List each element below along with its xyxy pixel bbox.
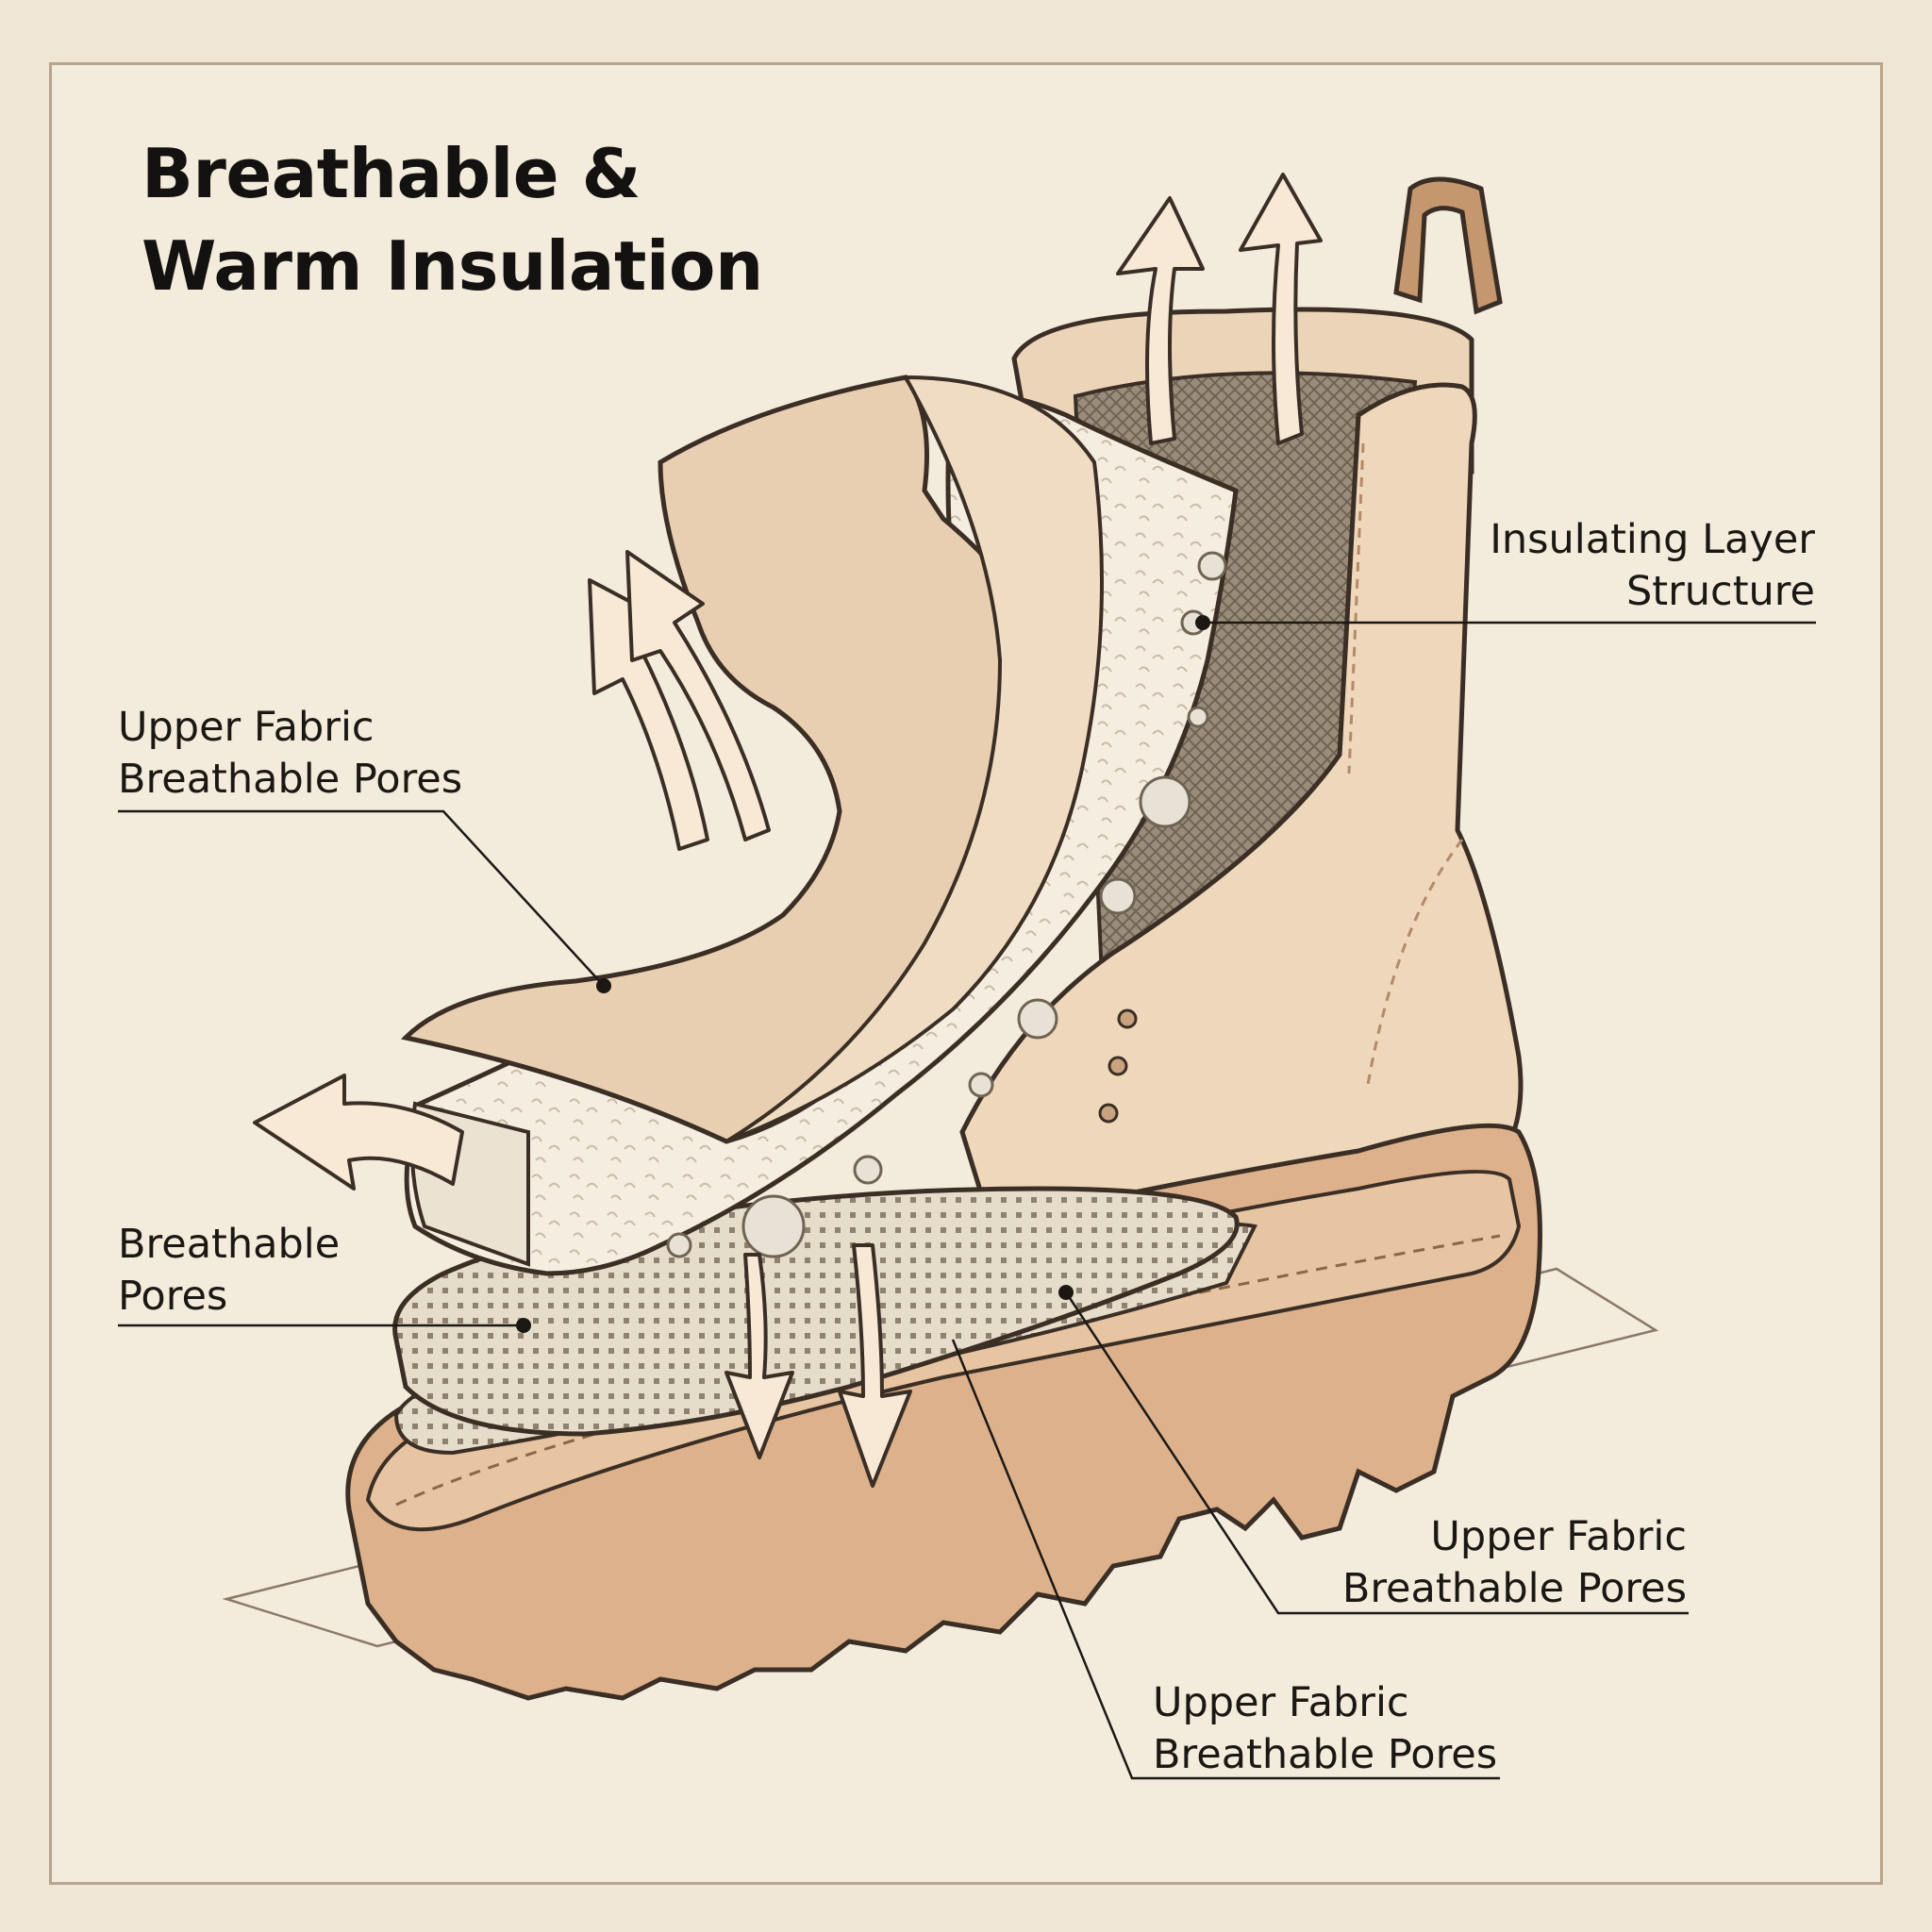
title-line-2: Warm Insulation [142,226,763,306]
callout-line-2: Pores [118,1273,228,1320]
callout-insulating-layer: Insulating Layer Structure [1490,514,1815,618]
leader-dot-upper-fabric-right [1058,1285,1074,1300]
page-title: Breathable & Warm Insulation [142,127,763,312]
airflow-arrows [253,173,1323,1488]
callout-upper-fabric-right: Upper Fabric Breathable Pores [1342,1511,1687,1615]
upper-fabric-flap [400,375,1031,1144]
callout-line-1: Upper Fabric [1430,1513,1687,1560]
title-line-1: Breathable & [142,134,641,213]
leader-dot-upper-fabric [596,978,611,993]
callout-line-1: Upper Fabric [118,704,375,751]
callout-line-2: Structure [1625,568,1815,615]
callout-line-2: Breathable Pores [118,756,463,803]
callout-line-1: Breathable [118,1221,341,1268]
callout-upper-fabric-bottom: Upper Fabric Breathable Pores [1153,1677,1497,1781]
pull-tab [1393,176,1503,315]
callout-breathable-pores: Breathable Pores [118,1219,340,1323]
callout-line-1: Insulating Layer [1490,516,1815,563]
boot-shaft [959,382,1524,1257]
callout-line-1: Upper Fabric [1153,1679,1409,1726]
callout-line-2: Breathable Pores [1153,1731,1498,1778]
callout-line-2: Breathable Pores [1341,1565,1687,1612]
leader-dot-insulating-layer [1195,615,1210,630]
callout-upper-fabric-left: Upper Fabric Breathable Pores [118,702,462,806]
callout-leaders [118,621,1816,1780]
leader-dot-breathable-pores [516,1318,531,1333]
